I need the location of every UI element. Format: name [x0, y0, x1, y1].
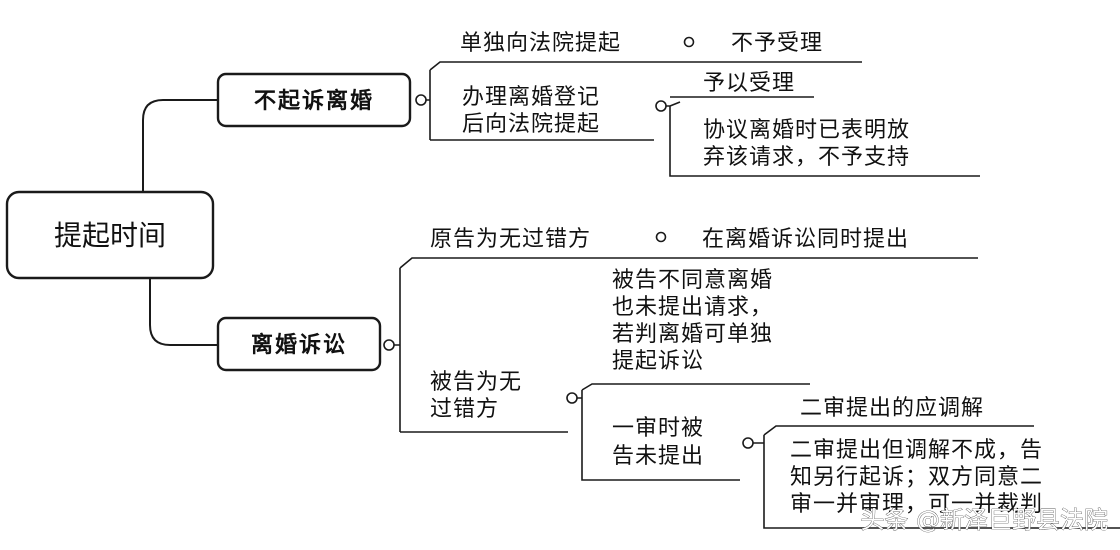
branch-b-sub2-label-line: 告未提出: [612, 444, 704, 469]
branch-b-item2-sub1-line: 被告不同意离婚: [612, 268, 773, 293]
branch-b-item2-label-line: 被告为无: [430, 370, 522, 395]
connector-dot: [742, 437, 754, 449]
branch-a-item2-sub2-line: 弃该请求，不予支持: [703, 145, 910, 170]
branch-a-item2-label-line: 后向法院提起: [462, 112, 600, 137]
connector-branch-b-sub2-leaves: [752, 425, 1120, 529]
svg-text:被告为无 过错方: 被告为无 过错方: [430, 370, 530, 422]
branch-a-label: 不起诉离婚: [254, 88, 374, 114]
branch-b-label: 离婚诉讼: [251, 332, 347, 358]
branch-a-item1-label: 单独向法院提起: [460, 31, 621, 56]
branch-a-item2-label-line: 办理离婚登记: [462, 85, 600, 110]
branch-b-sub2-label-line: 一审时被: [612, 416, 704, 441]
branch-b-item1-label: 原告为无过错方: [430, 227, 591, 252]
connector-root-branch-a: [142, 99, 218, 192]
watermark: 头条 @新泽巨野县法院: [860, 506, 1108, 534]
branch-b-item2-sub1-line: 提起诉讼: [612, 349, 704, 374]
branch-b-item2-label-line: 过错方: [430, 397, 499, 422]
branch-node-not-litigated: 不起诉离婚: [216, 72, 412, 128]
svg-text:一审时被 告未提出: 一审时被 告未提出: [612, 416, 712, 469]
branch-b-item1-result: 在离婚诉讼同时提出: [702, 227, 909, 252]
branch-b-sub2-leaf1: 二审提出的应调解: [800, 396, 984, 421]
branch-b-item2-sub1-line: 若判离婚可单独: [612, 322, 773, 347]
connector-dot: [683, 36, 695, 48]
branch-node-divorce-litigation: 离婚诉讼: [216, 316, 382, 372]
branch-b-sub2-leaf2-line: 知另行起诉；双方同意二: [790, 465, 1043, 490]
root-node: 提起时间: [5, 190, 215, 280]
branch-a-item2-sub1: 予以受理: [703, 71, 795, 96]
branch-b-item2-sub1-line: 也未提出请求，: [612, 295, 773, 320]
svg-text:办理离婚登记 后向法院提起: 办理离婚登记 后向法院提起: [462, 85, 608, 137]
connector-dot: [415, 94, 427, 106]
connector-dot: [655, 100, 667, 112]
svg-text:二审提出但调解不成，告 知另行起诉；双方同意二: 二审提出但调解不成，告 知另行起诉；双方同意二 审一并审理，可一并裁判: [790, 438, 1051, 517]
connector-dot: [566, 392, 578, 404]
connector-dot: [383, 339, 395, 351]
svg-text:被告不同意离婚 也未提出请求， 若判离婚可单: 被告不同意离婚 也未提出请求， 若判离婚可单独 提起诉讼: [612, 268, 781, 374]
branch-b-sub2-leaf2-line: 审一并审理，可一并裁判: [790, 492, 1043, 517]
svg-text:协议离婚时已表明放 弃该请求，不予支持: 协议离婚时已表明放 弃该请求，不予支持: [703, 118, 918, 170]
branch-b-sub2-leaf2-line: 二审提出但调解不成，告: [790, 438, 1043, 463]
branch-a-item1-result: 不予受理: [731, 31, 823, 56]
branch-a-item2-sub2-line: 协议离婚时已表明放: [703, 118, 910, 143]
connector-dot: [655, 231, 667, 243]
root-label: 提起时间: [54, 219, 166, 252]
connector-branch-a-item2-subs: [664, 96, 980, 177]
connector-root-branch-b: [149, 278, 218, 346]
